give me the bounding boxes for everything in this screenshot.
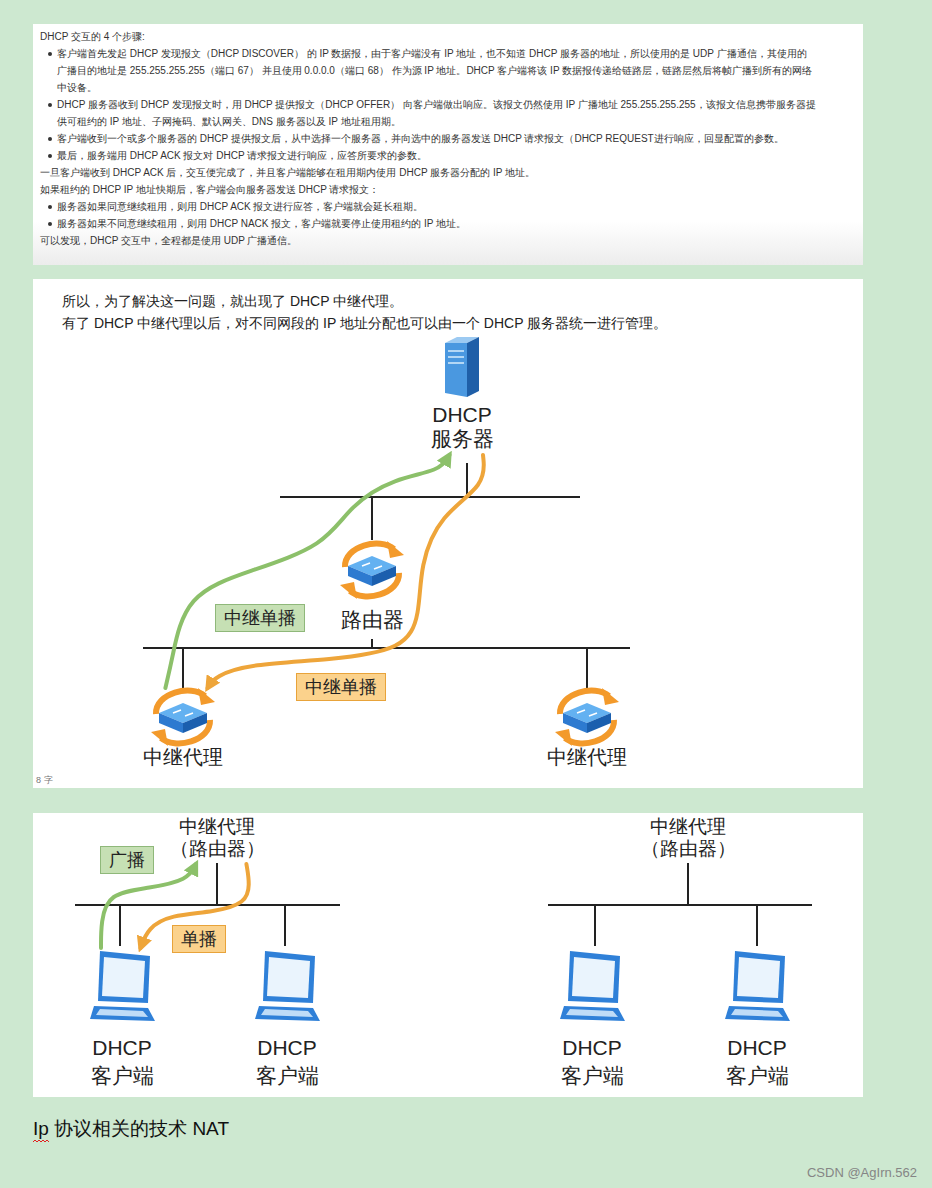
node-label: 中继代理（路由器） <box>169 816 266 860</box>
word-count: 8 字 <box>36 774 53 786</box>
laptop-icon <box>560 951 625 1021</box>
intro-text: 有了 DHCP 中继代理以后，对不同网段的 IP 地址分配也可以由一个 DHCP… <box>62 314 667 332</box>
relay-agent-node: 中继代理 <box>139 688 227 772</box>
bus-line <box>280 496 580 498</box>
router-icon <box>340 541 404 599</box>
server-icon <box>445 337 479 397</box>
laptop-icon <box>725 951 790 1021</box>
drop-line <box>371 639 373 648</box>
client-node: DHCP 客户端 <box>245 948 329 1094</box>
drop-line <box>756 905 758 946</box>
laptop-icon <box>255 951 320 1021</box>
relay-arrow <box>208 455 484 688</box>
drop-line <box>371 497 373 540</box>
client-node: DHCP 客户端 <box>80 948 164 1094</box>
edge-label-box: 单播 <box>172 925 226 953</box>
watermark: CSDN @AgIrn.562 <box>807 1164 917 1181</box>
relay-router-node: 中继代理（路由器） <box>636 814 741 864</box>
relay-agent-node: 中继代理 <box>543 688 631 772</box>
drop-line <box>182 648 184 688</box>
bullet-paragraph: 最后，服务端用 DHCP ACK 报文对 DHCP 请求报文进行响应，应答所要求… <box>57 147 816 164</box>
relay-arrow <box>165 455 449 688</box>
bullet-paragraph: 客户端首先发起 DHCP 发现报文（DHCP DISCOVER） 的 IP 数据… <box>57 45 816 96</box>
bus-line <box>548 904 812 906</box>
drop-line <box>216 863 218 905</box>
client-node: DHCP 客户端 <box>550 948 634 1094</box>
drop-line <box>119 905 121 946</box>
paragraph: 如果租约的 DHCP IP 地址快期后，客户端会向服务器发送 DHCP 请求报文… <box>40 181 816 198</box>
intro-text: 所以，为了解决这一问题，就出现了 DHCP 中继代理。 <box>62 292 403 310</box>
drop-line <box>466 463 468 497</box>
paragraph: 可以发现，DHCP 交互中，全程都是使用 UDP 广播通信。 <box>40 232 816 249</box>
server-side <box>467 337 479 397</box>
server-node: DHCP 服务器 <box>420 333 504 455</box>
document-heading: Ip 协议相关的技术 NAT <box>33 1116 229 1141</box>
bullet-paragraph: 服务器如果同意继续租用，则用 DHCP ACK 报文进行应答，客户端就会延长租期… <box>57 198 816 215</box>
bus-line <box>75 904 340 906</box>
paragraph: 一旦客户端收到 DHCP ACK 后，交互便完成了，并且客户端能够在租用期内使用… <box>40 164 816 181</box>
edge-label-box: 广播 <box>100 846 154 874</box>
document-text: DHCP 交互的 4 个步骤:客户端首先发起 DHCP 发现报文（DHCP DI… <box>40 28 816 249</box>
node-label: DHCP 客户端 <box>84 1034 160 1090</box>
node-label: DHCP 客户端 <box>249 1034 325 1090</box>
bullet-paragraph: DHCP 服务器收到 DHCP 发现报文时，用 DHCP 提供报文（DHCP O… <box>57 96 816 130</box>
edge-label-box: 中继单播 <box>296 673 386 701</box>
node-label: DHCP 客户端 <box>554 1034 630 1090</box>
server-bay <box>448 351 464 363</box>
paragraph: DHCP 交互的 4 个步骤: <box>40 28 816 45</box>
laptop-icon <box>90 951 155 1021</box>
relay-router-node: 中继代理（路由器） <box>165 814 270 864</box>
relay-icon <box>151 688 215 746</box>
node-label: DHCP 服务器 <box>424 403 500 451</box>
node-label: 中继代理 <box>143 746 223 768</box>
bullet-paragraph: 服务器如果不同意继续租用，则用 DHCP NACK 报文，客户端就要停止使用租约… <box>57 215 816 232</box>
network-wires <box>75 463 812 946</box>
node-label: 路由器 <box>341 608 404 632</box>
drop-line <box>284 905 286 946</box>
router-node: 路由器 <box>337 538 408 636</box>
edge-label-box: 中继单播 <box>215 604 305 632</box>
drop-line <box>594 905 596 946</box>
node-label: 中继代理（路由器） <box>640 816 737 860</box>
spellcheck-underline <box>33 1140 49 1142</box>
drop-line <box>687 863 689 905</box>
bullet-paragraph: 客户端收到一个或多个服务器的 DHCP 提供报文后，从中选择一个服务器，并向选中… <box>57 130 816 147</box>
node-label: 中继代理 <box>547 746 627 768</box>
server-front <box>445 343 467 397</box>
drop-line <box>586 648 588 688</box>
client-node: DHCP 客户端 <box>715 948 799 1094</box>
node-label: DHCP 客户端 <box>719 1034 795 1090</box>
relay-icon <box>555 688 619 746</box>
